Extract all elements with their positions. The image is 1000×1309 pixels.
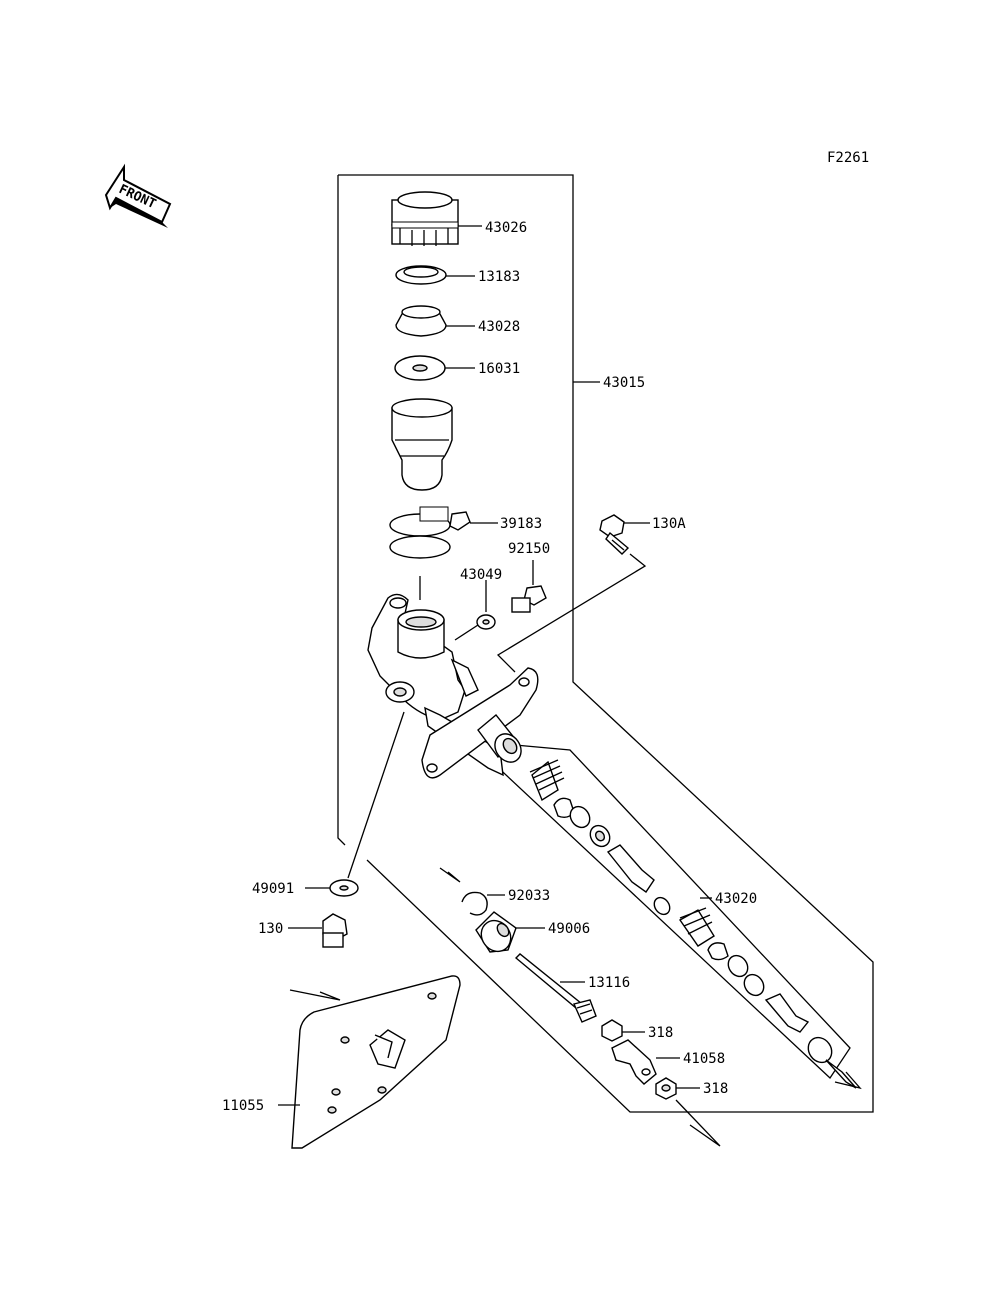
front-arrow-icon: FRONT [104,163,172,228]
label-16031: 16031 [478,361,520,377]
label-49091: 49091 [252,881,294,897]
label-318-lower: 318 [703,1081,728,1097]
label-43020: 43020 [715,891,757,907]
lower-washer [305,879,359,897]
label-92150: 92150 [508,541,550,557]
label-92033: 92033 [508,888,550,904]
plug-130 [288,913,348,948]
label-43015: 43015 [603,375,645,391]
nut-upper [601,1019,645,1042]
label-13183: 13183 [478,269,520,285]
label-39183: 39183 [500,516,542,532]
label-11055: 11055 [222,1098,264,1114]
bolt-130a [496,514,650,673]
mid-washer [454,580,496,641]
label-41058: 41058 [683,1051,725,1067]
label-43049: 43049 [460,567,502,583]
nut-lower [655,1077,721,1147]
label-49006: 49006 [548,921,590,937]
piston-kit [529,759,857,1089]
mounting-bracket [278,975,461,1149]
push-rod [514,953,597,1023]
reservoir-cap [391,191,482,246]
figure-code: F2261 [827,150,869,166]
label-43028: 43028 [478,319,520,335]
hose-clamp [389,506,498,600]
assembly-frame [337,174,874,1113]
bleeder-fitting [511,560,547,613]
label-130: 130 [258,921,283,937]
rubber-boot [475,911,545,953]
diaphragm [395,305,475,337]
master-cylinder [347,593,539,879]
top-washer [394,355,475,381]
label-13116: 13116 [588,975,630,991]
diaphragm-plate [395,265,475,285]
kit-arrow [834,1071,862,1090]
label-318-upper: 318 [648,1025,673,1041]
clevis [611,1039,680,1085]
reservoir-body [391,398,453,491]
circlip [439,867,505,916]
label-43026: 43026 [485,220,527,236]
label-130a: 130A [652,516,686,532]
